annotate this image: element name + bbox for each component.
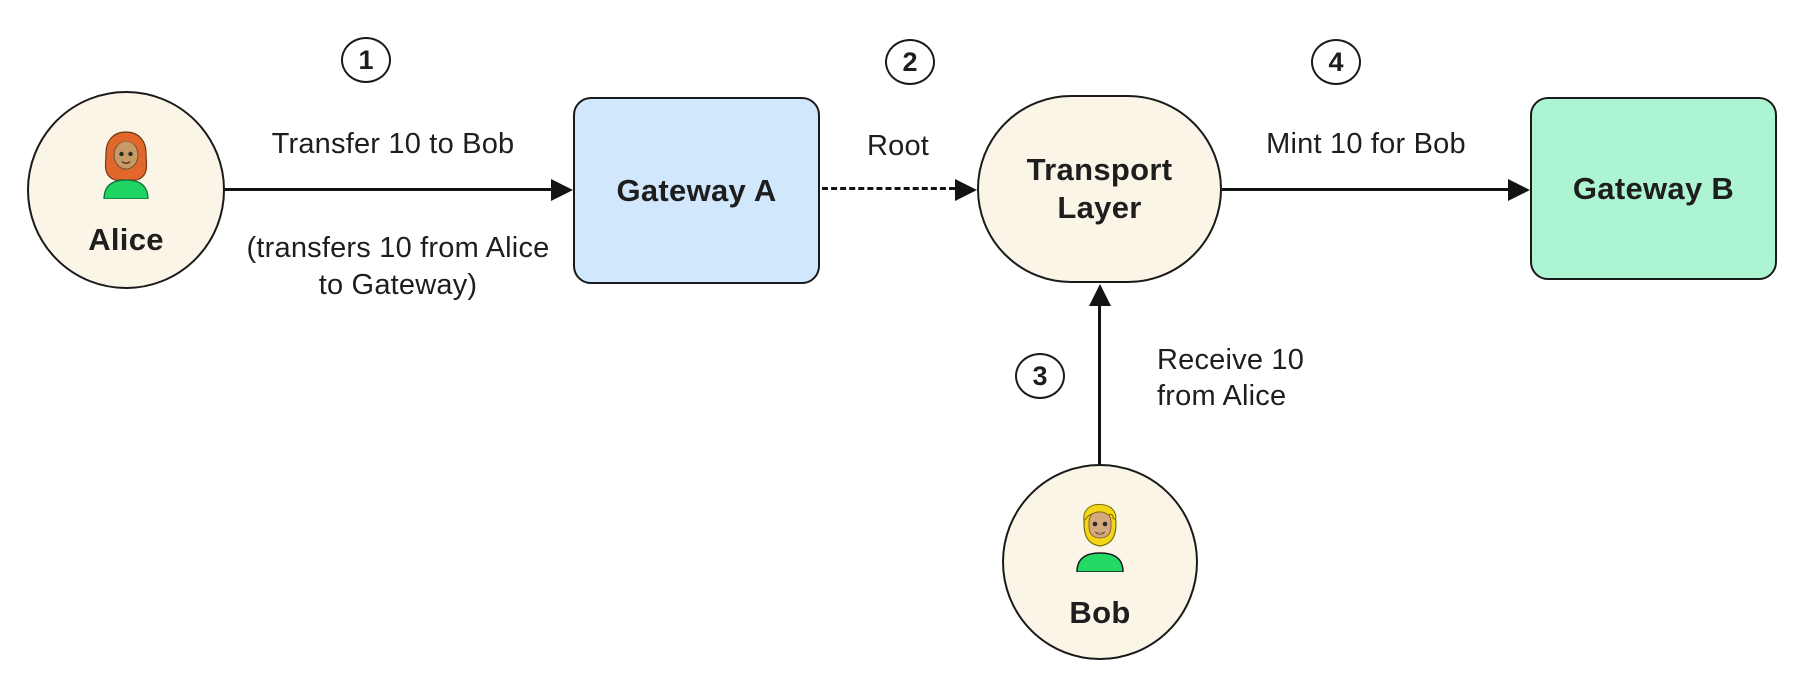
step-number: 2 bbox=[902, 46, 918, 77]
edge-gateway-a-to-transport bbox=[822, 187, 955, 190]
arrowhead-up-icon bbox=[1089, 284, 1111, 306]
step-badge-1: 1 bbox=[341, 37, 391, 83]
edge-bob-to-transport bbox=[1098, 304, 1101, 465]
node-gateway-a: Gateway A bbox=[573, 97, 820, 284]
step-number: 3 bbox=[1032, 360, 1048, 391]
man-blond-beard-avatar-icon bbox=[1072, 502, 1128, 572]
step-badge-4: 4 bbox=[1311, 39, 1361, 85]
edge-label-receive: Receive 10 from Alice bbox=[1157, 344, 1305, 412]
node-label-transport-layer: Transport Layer bbox=[1026, 152, 1173, 225]
node-alice: Alice bbox=[27, 91, 225, 289]
edge-label-mint: Mint 10 for Bob bbox=[1266, 128, 1466, 160]
node-transport-layer: Transport Layer bbox=[977, 95, 1222, 283]
step-number: 4 bbox=[1328, 46, 1344, 77]
node-label-gateway-a: Gateway A bbox=[616, 172, 777, 208]
node-label-bob: Bob bbox=[1069, 595, 1131, 630]
node-label-alice: Alice bbox=[88, 222, 164, 257]
step-number: 1 bbox=[358, 44, 374, 75]
node-bob: Bob bbox=[1002, 464, 1198, 660]
edge-transport-to-gateway-b bbox=[1222, 188, 1508, 191]
step-badge-3: 3 bbox=[1015, 353, 1065, 399]
arrowhead-right-icon bbox=[955, 179, 977, 201]
arrowhead-right-icon bbox=[551, 179, 573, 201]
edge-label-transfer: Transfer 10 to Bob bbox=[271, 128, 515, 160]
node-label-gateway-b: Gateway B bbox=[1572, 170, 1735, 206]
woman-red-hair-avatar-icon bbox=[98, 129, 154, 199]
edge-label-root: Root bbox=[866, 130, 930, 162]
step-badge-2: 2 bbox=[885, 39, 935, 85]
edge-sublabel-transfers-note: (transfers 10 from Alice to Gateway) bbox=[246, 232, 550, 301]
arrowhead-right-icon bbox=[1508, 179, 1530, 201]
edge-alice-to-gateway-a bbox=[223, 188, 553, 191]
node-gateway-b: Gateway B bbox=[1530, 97, 1777, 280]
